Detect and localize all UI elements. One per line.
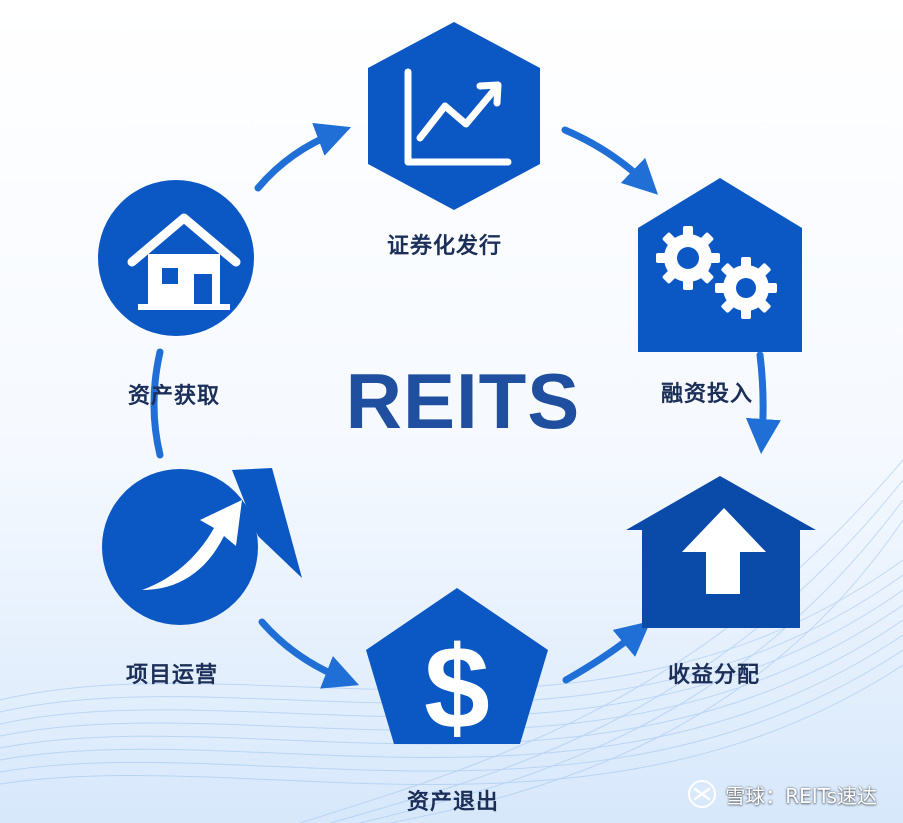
arrow-securitization-to-financing	[561, 126, 659, 195]
label-financing: 融资投入	[661, 382, 754, 407]
arrow-operation-to-exit	[258, 618, 360, 689]
up-arrow-house-icon	[682, 508, 766, 594]
gears-icon	[656, 226, 777, 319]
diagram-title: REITS	[345, 357, 581, 445]
node-acquisition	[98, 180, 254, 336]
xueqiu-logo-icon	[688, 780, 717, 808]
node-distribution	[626, 476, 816, 628]
label-acquisition: 资产获取	[128, 384, 221, 409]
line-chart-icon	[404, 68, 512, 166]
label-securitization: 证券化发行	[387, 234, 503, 259]
node-exit: $	[366, 588, 548, 754]
node-securitization	[368, 22, 540, 210]
label-operation: 项目运营	[126, 663, 219, 688]
arrow-financing-to-distribution	[745, 351, 781, 454]
label-distribution: 收益分配	[668, 663, 761, 688]
house-icon	[127, 213, 241, 310]
arrow-exit-to-distribution	[562, 621, 651, 684]
watermark: 雪球：REITs速达	[687, 779, 877, 809]
node-financing	[638, 178, 802, 352]
connector-operation-to-acquisition	[150, 348, 164, 459]
node-operation	[102, 468, 302, 625]
label-exit: 资产退出	[407, 790, 500, 815]
watermark-text: 雪球：REITs速达	[725, 783, 877, 808]
growth-arrow-icon	[142, 500, 242, 590]
dollar-icon: $	[424, 622, 490, 754]
arrow-acquisition-to-securitization	[254, 122, 352, 192]
